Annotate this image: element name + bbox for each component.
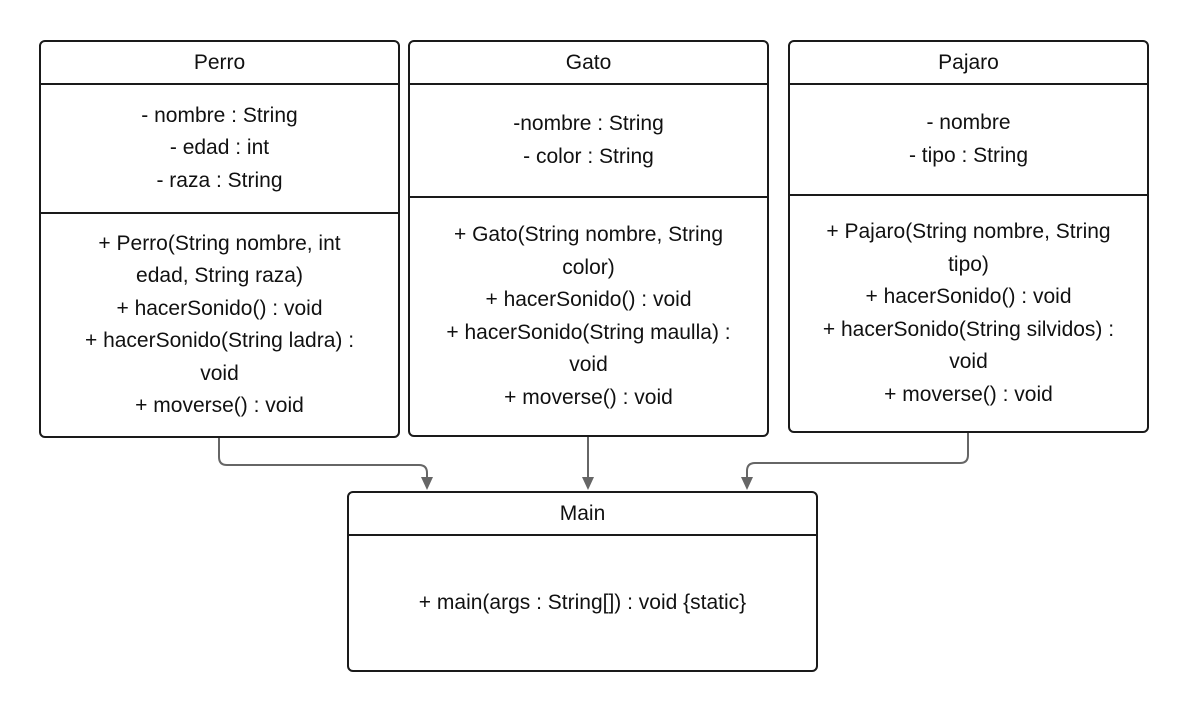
class-box-perro[interactable]: Perro - nombre : String - edad : int - r… [39,40,400,438]
attribute: - raza : String [156,168,283,192]
method: + Perro(String nombre, int [98,231,341,255]
class-box-pajaro[interactable]: Pajaro - nombre - tipo : String + Pajaro… [788,40,1149,433]
methods-perro: + Perro(String nombre, int edad, String … [41,214,398,436]
method: + hacerSonido(String silvidos) : [822,317,1115,341]
methods-main: + main(args : String[]) : void {static} [349,536,816,670]
method: + hacerSonido(String ladra) : [84,329,355,352]
class-box-gato[interactable]: Gato -nombre : String - color : String +… [408,40,769,437]
attribute: -nombre : String [513,112,664,135]
method: + moverse() : void [884,382,1053,406]
class-name-main: Main [349,493,816,536]
methods-gato: + Gato(String nombre, String color) + ha… [410,198,767,435]
method: color) [562,255,615,279]
arrowhead-pajaro [741,477,753,490]
method: + hacerSonido() : void [865,285,1072,308]
attribute: - nombre : String [141,103,298,127]
arrowhead-perro [421,477,433,490]
method: void [569,353,608,376]
attributes-perro: - nombre : String - edad : int - raza : … [41,85,398,214]
class-name-perro: Perro [41,42,398,85]
attribute: - edad : int [169,136,270,160]
connector-pajaro-main [746,433,969,478]
methods-pajaro: + Pajaro(String nombre, String tipo) + h… [790,196,1147,431]
arrowhead-gato [582,477,594,490]
attribute: - color : String [523,144,654,168]
method: + hacerSonido() : void [485,288,692,311]
method: tipo) [948,252,989,276]
method: + hacerSonido(String maulla) : [446,320,731,344]
class-name-gato: Gato [410,42,767,85]
method: + Pajaro(String nombre, String [826,220,1111,243]
method: + main(args : String[]) : void {static} [418,590,747,614]
attributes-pajaro: - nombre - tipo : String [790,85,1147,196]
method: + hacerSonido() : void [116,296,323,320]
class-box-main[interactable]: Main + main(args : String[]) : void {sta… [347,491,818,672]
attributes-gato: -nombre : String - color : String [410,85,767,198]
method: + moverse() : void [504,385,673,409]
method: + moverse() : void [135,394,304,417]
method: void [949,350,988,373]
connector-perro-main [218,438,428,478]
method: void [200,361,239,385]
attribute: - tipo : String [908,143,1029,167]
attribute: - nombre [926,111,1011,134]
method: edad, String raza) [136,264,303,287]
class-name-pajaro: Pajaro [790,42,1147,85]
method: + Gato(String nombre, String [453,223,724,246]
